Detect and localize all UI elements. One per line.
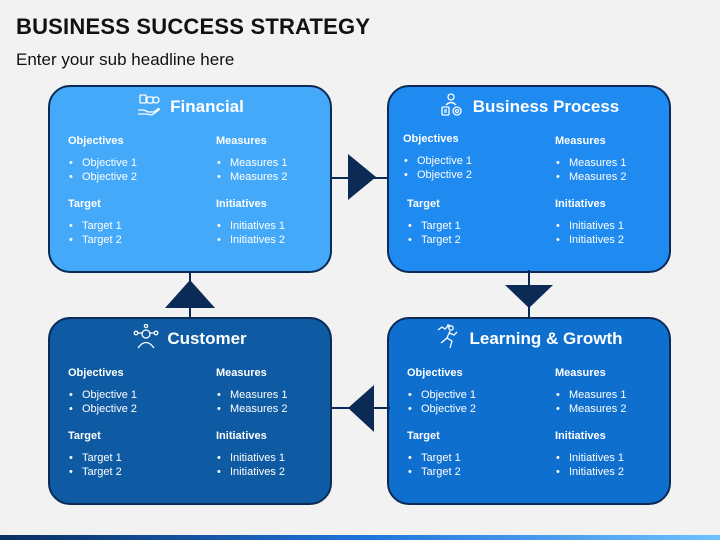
customer-objectives: Objectives Objective 1 Objective 2 (68, 367, 198, 416)
list-item: Initiatives 1 (216, 219, 346, 233)
list-item: Objective 2 (403, 168, 533, 182)
measures-heading: Measures (216, 135, 267, 147)
list-item: Target 2 (407, 233, 537, 247)
target-heading: Target (407, 430, 440, 442)
measures-heading: Measures (555, 367, 606, 379)
list-item: Objective 2 (68, 402, 198, 416)
business-process-measures: Measures Measures 1 Measures 2 (555, 135, 685, 184)
target-heading: Target (68, 198, 101, 210)
page-subtitle: Enter your sub headline here (16, 50, 235, 69)
process-gear-icon (439, 92, 465, 123)
list-item: Measures 1 (216, 388, 346, 402)
list-item: Objective 1 (407, 388, 537, 402)
learning-growth-card-header: Learning & Growth (389, 323, 669, 355)
list-item: Objective 2 (407, 402, 537, 416)
list-item: Measures 2 (555, 170, 685, 184)
arrow-down-connector (505, 270, 553, 318)
learning-growth-initiatives: Initiatives Initiatives 1 Initiatives 2 (555, 430, 685, 479)
money-hand-icon (136, 92, 162, 123)
objectives-heading: Objectives (403, 133, 459, 145)
learning-growth-card-title: Learning & Growth (469, 329, 623, 348)
arrow-up-connector (165, 272, 215, 318)
initiatives-heading: Initiatives (216, 430, 267, 442)
list-item: Initiatives 1 (555, 451, 685, 465)
arrow-left-connector (332, 385, 390, 432)
list-item: Target 2 (407, 465, 537, 479)
list-item: Initiatives 1 (555, 219, 685, 233)
customer-initiatives: Initiatives Initiatives 1 Initiatives 2 (216, 430, 346, 479)
learning-growth-card: Learning & Growth Objectives Objective 1… (387, 317, 671, 505)
initiatives-heading: Initiatives (216, 198, 267, 210)
financial-card: Financial Objectives Objective 1 Objecti… (48, 85, 332, 273)
list-item: Target 1 (68, 451, 198, 465)
list-item: Target 1 (68, 219, 198, 233)
business-process-target: Target Target 1 Target 2 (407, 198, 537, 247)
initiatives-heading: Initiatives (555, 430, 606, 442)
target-heading: Target (407, 198, 440, 210)
list-item: Measures 2 (216, 170, 346, 184)
business-process-initiatives: Initiatives Initiatives 1 Initiatives 2 (555, 198, 685, 247)
target-heading: Target (68, 430, 101, 442)
financial-card-header: Financial (50, 93, 330, 121)
financial-target: Target Target 1 Target 2 (68, 198, 198, 247)
list-item: Initiatives 2 (555, 465, 685, 479)
customer-target: Target Target 1 Target 2 (68, 430, 198, 479)
list-item: Initiatives 2 (555, 233, 685, 247)
page-title: BUSINESS SUCCESS STRATEGY (16, 14, 371, 39)
objectives-heading: Objectives (68, 135, 124, 147)
list-item: Measures 2 (216, 402, 346, 416)
financial-card-title: Financial (170, 97, 244, 116)
measures-heading: Measures (555, 135, 606, 147)
learning-growth-target: Target Target 1 Target 2 (407, 430, 537, 479)
customer-measures: Measures Measures 1 Measures 2 (216, 367, 346, 416)
business-process-card-title: Business Process (472, 97, 620, 116)
list-item: Measures 1 (216, 156, 346, 170)
customer-card-title: Customer (167, 329, 247, 348)
bottom-accent-bar (0, 535, 720, 540)
running-growth-icon (436, 323, 462, 355)
list-item: Target 2 (68, 233, 198, 247)
customer-card-header: Customer (50, 323, 330, 355)
list-item: Initiatives 2 (216, 233, 346, 247)
list-item: Objective 2 (68, 170, 198, 184)
list-item: Target 1 (407, 219, 537, 233)
arrow-right-connector (330, 154, 388, 200)
list-item: Measures 2 (555, 402, 685, 416)
list-item: Target 2 (68, 465, 198, 479)
business-process-objectives: Objectives Objective 1 Objective 2 (403, 133, 533, 182)
list-item: Objective 1 (403, 154, 533, 168)
customer-card: Customer Objectives Objective 1 Objectiv… (48, 317, 332, 505)
objectives-heading: Objectives (68, 367, 124, 379)
initiatives-heading: Initiatives (555, 198, 606, 210)
list-item: Measures 1 (555, 156, 685, 170)
business-process-card: Business Process Objectives Objective 1 … (387, 85, 671, 273)
list-item: Initiatives 1 (216, 451, 346, 465)
list-item: Objective 1 (68, 156, 198, 170)
learning-growth-measures: Measures Measures 1 Measures 2 (555, 367, 685, 416)
list-item: Target 1 (407, 451, 537, 465)
financial-measures: Measures Measures 1 Measures 2 (216, 135, 346, 184)
business-process-card-header: Business Process (389, 92, 669, 123)
customer-network-icon (133, 323, 159, 355)
list-item: Objective 1 (68, 388, 198, 402)
list-item: Measures 1 (555, 388, 685, 402)
objectives-heading: Objectives (407, 367, 463, 379)
measures-heading: Measures (216, 367, 267, 379)
list-item: Initiatives 2 (216, 465, 346, 479)
financial-initiatives: Initiatives Initiatives 1 Initiatives 2 (216, 198, 346, 247)
learning-growth-objectives: Objectives Objective 1 Objective 2 (407, 367, 537, 416)
financial-objectives: Objectives Objective 1 Objective 2 (68, 135, 198, 184)
